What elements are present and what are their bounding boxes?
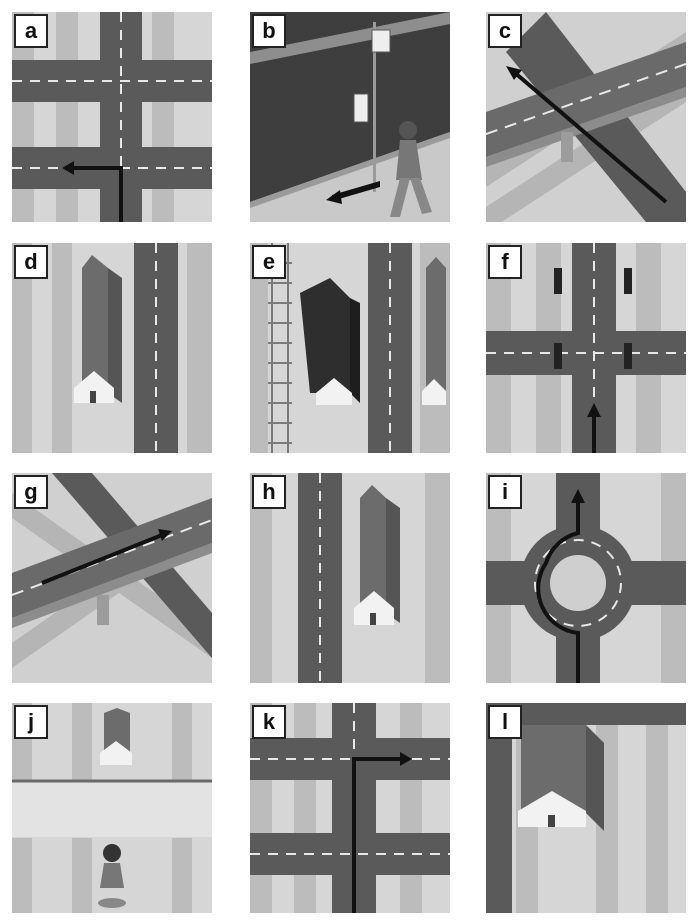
pedestrian-head-icon: [399, 121, 417, 139]
panel-a: a: [12, 12, 212, 222]
panel-d: d: [12, 243, 212, 453]
panel-h: h: [250, 473, 450, 683]
panel-k: k: [250, 703, 450, 913]
traffic-lights: [554, 268, 632, 369]
panel-label-a: a: [14, 14, 48, 48]
panel-e: e: [250, 243, 450, 453]
panel-label-l: l: [488, 705, 522, 739]
panel-label-k: k: [252, 705, 286, 739]
house-icon: [74, 371, 114, 403]
panel-label-g: g: [14, 475, 48, 509]
panel-b: b: [250, 12, 450, 222]
panel-label-e: e: [252, 245, 286, 279]
panel-label-b: b: [252, 14, 286, 48]
panel-g: g: [12, 473, 212, 683]
house-icon: [518, 791, 586, 827]
panel-label-d: d: [14, 245, 48, 279]
panel-i: i: [486, 473, 686, 683]
house-icon: [354, 591, 394, 625]
panel-label-j: j: [14, 705, 48, 739]
panel-l: l: [486, 703, 686, 913]
panel-c: c: [486, 12, 686, 222]
panel-f: f: [486, 243, 686, 453]
crossroads-two-streets-turn-left: [12, 12, 212, 222]
building-between-railway-and-road: [250, 243, 450, 453]
panel-label-i: i: [488, 475, 522, 509]
panel-j: j: [12, 703, 212, 913]
building-at-end-of-road: [486, 703, 686, 913]
house-icon: [100, 741, 132, 765]
pedestrian-head-icon: [103, 844, 121, 862]
pedestrian-crossing-area: [12, 703, 212, 913]
panel-label-f: f: [488, 245, 522, 279]
building-beside-road: [12, 243, 212, 453]
panel-label-h: h: [252, 475, 286, 509]
panel-label-c: c: [488, 14, 522, 48]
pedestrian-walking-along-road: [250, 12, 450, 222]
flyover-bridge-right: [12, 473, 212, 683]
house-icon: [316, 378, 352, 405]
